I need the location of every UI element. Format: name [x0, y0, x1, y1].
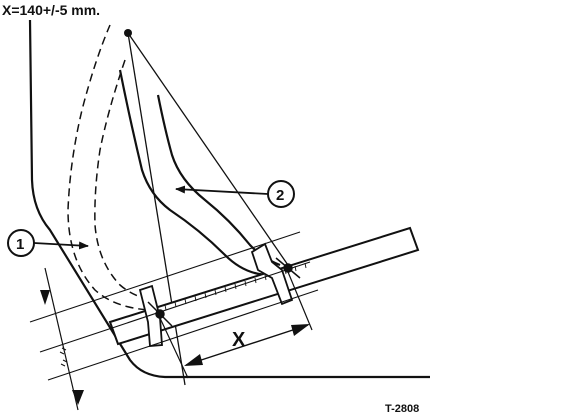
- x-dimension-arrow-left: [184, 354, 203, 366]
- backrest-dashed-outline: [67, 24, 160, 311]
- x-dimension-line: [185, 324, 309, 366]
- gauge-clamp-left: [138, 284, 163, 347]
- left-dimension-ticks: [59, 347, 68, 367]
- x-extension-right: [287, 271, 313, 331]
- left-dimension-arrow-bottom: [72, 390, 84, 405]
- left-dimension-arrow-top: [40, 290, 50, 305]
- floor-reference-lines: [29, 231, 319, 381]
- figure-reference: T-2808: [385, 403, 419, 415]
- x-dimension-arrow-right: [291, 324, 310, 336]
- callout-1-leader: [33, 241, 89, 250]
- seat-base-outline: [28, 19, 430, 379]
- x-extension-left: [159, 317, 189, 379]
- x-dimension-label: X: [232, 329, 246, 351]
- backrest-solid-inner: [156, 94, 281, 267]
- left-dimension-line: [44, 267, 79, 411]
- pivot-point: [124, 29, 132, 37]
- measuring-gauge-bar: [108, 226, 420, 346]
- callout-2-number: 2: [276, 187, 284, 204]
- gauge-clamp-right: [250, 242, 294, 306]
- spec-label: X=140+/-5 mm.: [2, 2, 100, 18]
- backrest-solid-outline: [118, 69, 271, 277]
- callout-2-leader: [175, 185, 269, 195]
- callout-1-number: 1: [16, 236, 24, 253]
- pivot-line-right: [127, 32, 291, 269]
